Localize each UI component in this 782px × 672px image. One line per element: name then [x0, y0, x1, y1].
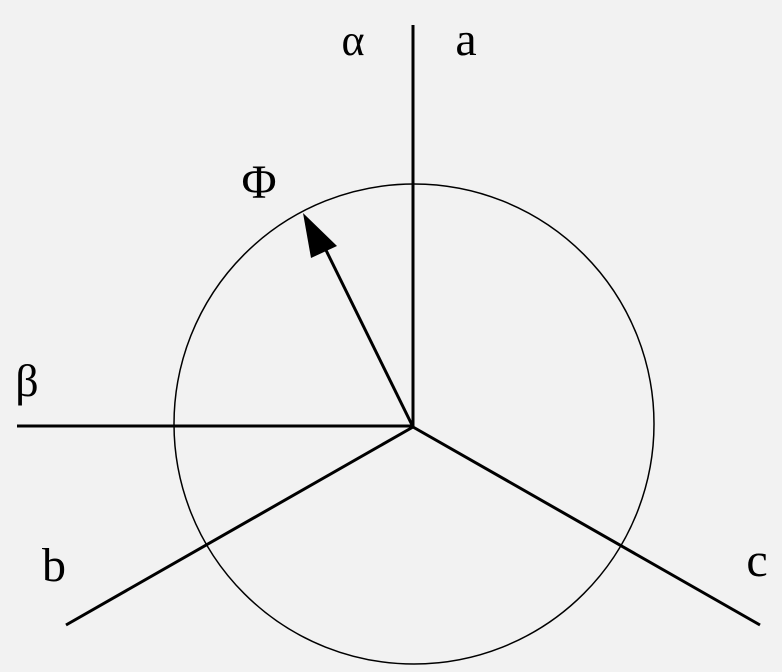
- beta-label: β: [15, 355, 38, 406]
- phi-vector-arrowhead: [303, 213, 337, 258]
- b-axis: [65, 425, 414, 627]
- c-label: c: [746, 534, 767, 587]
- phi-label: Φ: [241, 156, 276, 209]
- b-label: b: [42, 539, 66, 592]
- a-label: a: [455, 13, 476, 66]
- phi-vector-shaft: [318, 237, 415, 428]
- c-axis: [412, 425, 761, 627]
- alpha-label: α: [341, 16, 364, 65]
